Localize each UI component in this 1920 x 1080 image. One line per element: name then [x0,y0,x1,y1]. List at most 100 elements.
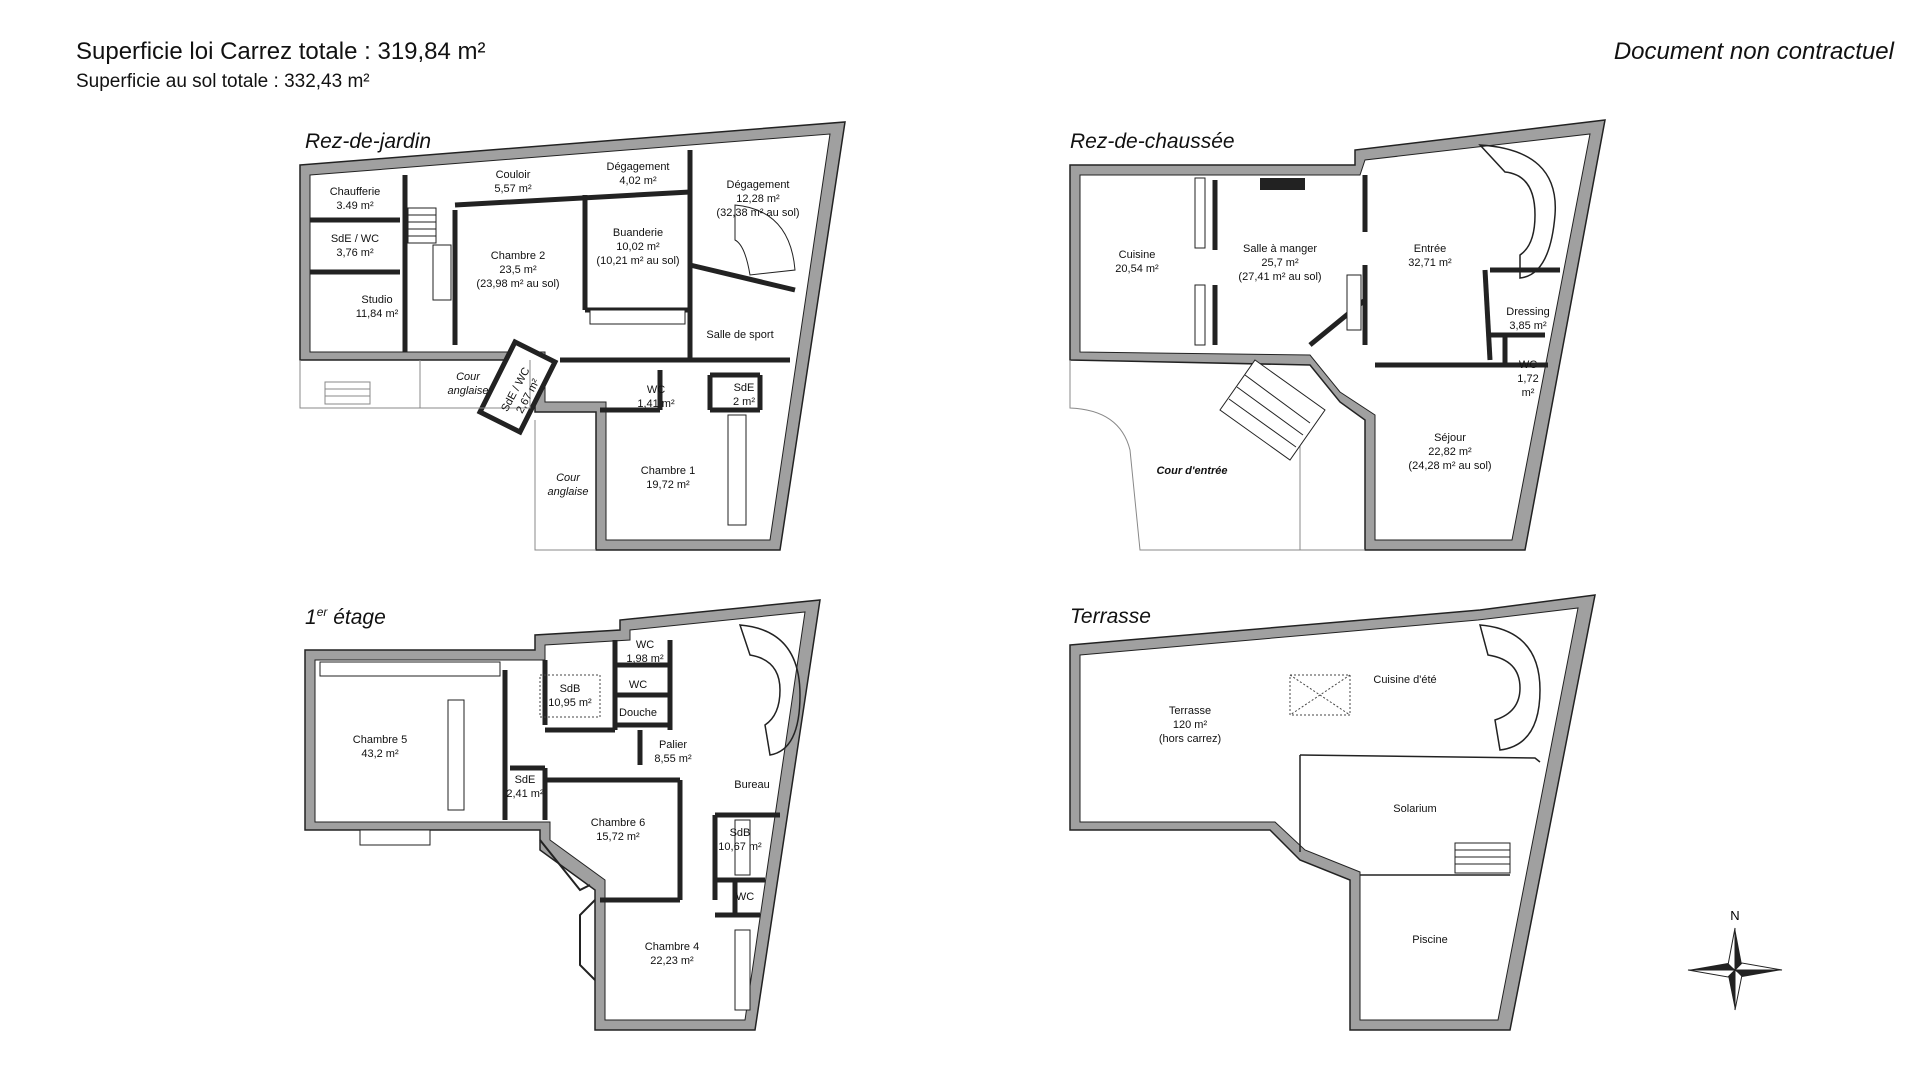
rdj-couloir-name: Couloir [496,169,531,181]
rdj-wc-area: 1,41 m² [637,398,675,410]
et1-chambre4-name: Chambre 4 [645,941,699,953]
et1-wc1-area: 1,98 m² [626,653,664,665]
ter-terrasse-area: 120 m² [1173,719,1208,731]
compass-west-point-light [1687,969,1737,978]
rdj-sdewc-area: 3,76 m² [336,247,374,259]
rdc-salle-area: 25,7 m² [1261,257,1299,269]
et1-wc2-name: WC [629,679,647,691]
ter-interior [1079,607,1579,1021]
compass-south-point-light [1734,969,1743,1011]
rdj-staircase [407,204,796,276]
rdc-fireplace [1260,178,1305,190]
rdc-sejour-name: Séjour [1434,432,1466,444]
ter-steps [1454,842,1511,874]
rdc-cour-name: Cour d'entrée [1156,465,1227,477]
level-number: 1 [305,606,317,629]
rdj-buanderie-floor: (10,21 m² au sol) [596,255,679,267]
ter-terrasse-name: Terrasse [1169,705,1211,717]
et1-palier-area: 8,55 m² [654,753,692,765]
ter-piscine-name: Piscine [1412,934,1447,946]
et1-chambre5-area: 43,2 m² [361,748,399,760]
et1-wc1-name: WC [636,639,654,651]
plan-premier-etage: WC 1,98 m² SdB 10,95 m² WC Douche Chambr… [304,599,821,1031]
rdc-door-entree [1346,274,1362,331]
rdj-degagement1-area: 4,02 m² [619,175,657,187]
disclaimer: Document non contractuel [1613,38,1894,65]
et1-sde-name: SdE [515,774,536,786]
rdj-wc-name: WC [647,384,665,396]
rdj-sde-area: 2 m² [733,396,755,408]
rdj-buanderie-name: Buanderie [613,227,663,239]
ter-solarium-name: Solarium [1393,803,1436,815]
rdj-chambre2-floor: (23,98 m² au sol) [476,278,559,290]
et1-bay-wall [539,839,591,892]
rdc-wc-unit: m² [1522,387,1535,399]
rdc-sejour-area: 22,82 m² [1428,446,1472,458]
et1-palier-name: Palier [659,739,687,751]
level-title-premier-etage: 1er étage [305,605,386,630]
rdj-couloir-area: 5,57 m² [494,183,532,195]
rdc-interior-walls [1212,175,1560,368]
ter-terrasse-note: (hors carrez) [1159,733,1221,745]
rdc-salle-name: Salle à manger [1243,243,1317,255]
level-title-terrasse: Terrasse [1070,605,1151,628]
rdc-cuisine-area: 20,54 m² [1115,263,1159,275]
ter-skylight [1289,674,1351,716]
et1-wc3-name: WC [736,891,754,903]
rdc-dressing-name: Dressing [1506,306,1549,318]
compass-north-point [1735,928,1742,970]
et1-sdb2-area: 10,67 m² [718,841,762,853]
rdj-buanderie-area: 10,02 m² [616,241,660,253]
et1-closets [319,661,751,1011]
rdj-cour2-sub: anglaise [548,486,589,498]
rdj-studio-name: Studio [361,294,392,306]
rdj-degagement2-floor: (32,38 m² au sol) [716,207,799,219]
level-title-rez-de-chaussee: Rez-de-chaussée [1070,130,1235,153]
rdj-degagement2-area: 12,28 m² [736,193,780,205]
rdc-dressing-area: 3,85 m² [1509,320,1547,332]
ter-spiral-staircase [1479,624,1541,751]
rdj-chambre2-name: Chambre 2 [491,250,545,262]
rdj-cour1-sub: anglaise [448,385,489,397]
ter-walls [1299,754,1541,876]
et1-bureau-name: Bureau [734,779,769,791]
level-title-rez-de-jardin: Rez-de-jardin [305,130,432,153]
compass-west-point [1688,963,1735,970]
rdj-degagement2-name: Dégagement [727,179,790,191]
rdc-entrance-stairs [1219,359,1326,461]
et1-chambre6-area: 15,72 m² [596,831,640,843]
compass-north-point-light [1727,927,1736,971]
et1-interior-walls [502,640,780,918]
plan-terrasse: Terrasse 120 m² (hors carrez) Cuisine d'… [1069,594,1596,1031]
et1-bay-window [359,829,431,846]
compass-east-point [1735,970,1782,977]
compass-south-point [1728,970,1735,1010]
compass-north-label: N [1730,908,1739,923]
rdj-chambre2-area: 23,5 m² [499,264,537,276]
rdc-salle-floor: (27,41 m² au sol) [1238,271,1321,283]
rdj-sdewc-name: SdE / WC [331,233,379,245]
rdj-sde-name: SdE [734,382,755,394]
et1-sdb2-name: SdB [730,827,751,839]
level-ordinal-suffix: er [316,605,328,619]
rdj-cour2-name: Cour [556,472,581,484]
et1-skylight [539,674,601,718]
rdj-chaufferie-area: 3.49 m² [336,200,374,212]
ter-cuisine-name: Cuisine d'été [1373,674,1436,686]
rdj-interior [309,133,831,541]
rdc-entree-name: Entrée [1414,243,1446,255]
et1-spiral-staircase [738,624,801,756]
compass-rose: N [1687,908,1783,1011]
et1-chambre5-name: Chambre 5 [353,734,407,746]
rdc-partition-1 [1194,177,1206,249]
et1-chambre6-name: Chambre 6 [591,817,645,829]
rdj-courtyards [299,360,596,551]
et1-sdb1-area: 10,95 m² [548,697,592,709]
rdc-partition-2 [1194,284,1206,346]
rdc-spiral-staircase [1478,144,1556,279]
rdj-sde-wc-room [476,338,559,436]
rdj-closets [432,244,747,526]
rdj-sport-name: Salle de sport [706,329,773,341]
compass-east-point-light [1733,962,1783,971]
